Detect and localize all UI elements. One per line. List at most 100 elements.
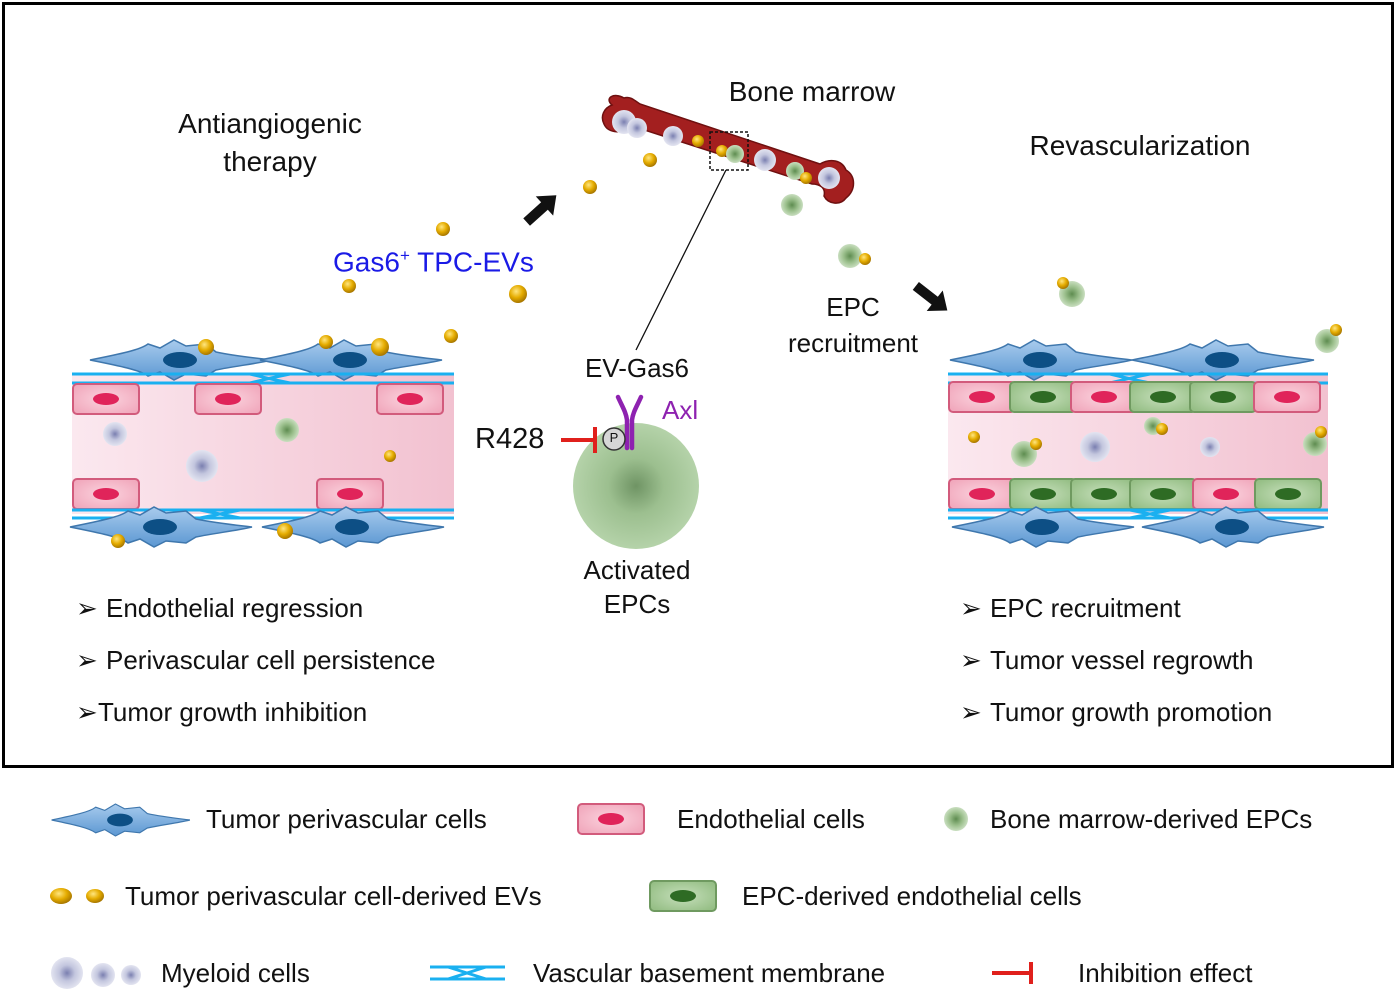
- floating-ev-15: [1330, 324, 1342, 336]
- right-vessel: [948, 339, 1328, 548]
- right-list-text-3: Tumor growth promotion: [990, 697, 1273, 727]
- antiangiogenic-label-line1: Antiangiogenic: [178, 108, 362, 139]
- right-endothelial-cell-5: [1192, 478, 1260, 510]
- right-endothelial-cell-1: [948, 381, 1016, 413]
- legend-perivascular-label: Tumor perivascular cells: [206, 804, 487, 834]
- floating-ev-10: [384, 450, 396, 462]
- bone-epc-cell-2: [786, 162, 804, 180]
- right-list-text-1: EPC recruitment: [990, 593, 1181, 623]
- legend-myeloid-label: Myeloid cells: [161, 958, 310, 988]
- antiangiogenic-label-line2: therapy: [223, 146, 317, 177]
- left-myeloid-cell-2: [186, 450, 218, 482]
- bullet-icon: ➢: [960, 645, 982, 675]
- legend-endothelial-icon: [577, 803, 645, 835]
- vessel-ev-2: [1030, 438, 1042, 450]
- floating-ev-5: [509, 285, 527, 303]
- tpc-evs-text: TPC-EVs: [409, 246, 534, 278]
- bone-myeloid-cell-5: [818, 167, 840, 189]
- left-list-item-2: ➢Perivascular cell persistence: [76, 647, 435, 699]
- activated-epcs-label-line2: EPCs: [603, 589, 671, 619]
- legend-evs-label: Tumor perivascular cell-derived EVs: [125, 881, 542, 911]
- floating-ev-6: [444, 329, 458, 343]
- left-endothelial-cell-2: [194, 383, 262, 415]
- left-myeloid-cell-1: [103, 422, 127, 446]
- gas6-superscript: +: [399, 246, 410, 265]
- left-list-text-1: Endothelial regression: [106, 593, 364, 623]
- epc-recruitment-label-line2: recruitment: [787, 328, 919, 358]
- bone-marrow-bone: [601, 94, 855, 351]
- right-endothelial-cell-4: [948, 478, 1016, 510]
- right-outcome-list: ➢EPC recruitment ➢Tumor vessel regrowth …: [960, 595, 1272, 751]
- ev-gas6-label: EV-Gas6: [584, 353, 690, 383]
- floating-ev-3: [436, 222, 450, 236]
- floating-ev-4: [342, 279, 356, 293]
- bone-ev-1: [692, 135, 704, 147]
- legend-ev-icon-2: [86, 889, 104, 903]
- bone-ev-3: [800, 172, 812, 184]
- right-list-item-1: ➢ EPC recruitment: [960, 595, 1272, 647]
- left-endothelial-cell-1: [72, 383, 140, 415]
- floating-ev-12: [111, 534, 125, 548]
- left-list-item-3: ➢Tumor growth inhibition: [76, 699, 435, 751]
- arrow-to-bone-marrow: [523, 195, 557, 226]
- right-epc-endothelial-cell-1: [1009, 381, 1077, 413]
- floating-ev-7: [319, 335, 333, 349]
- legend-bm-epc-icon: [944, 807, 968, 831]
- zoom-callout-line: [635, 169, 727, 351]
- bone-zoom-box: [709, 131, 749, 171]
- bone-ev-2: [716, 145, 728, 157]
- floating-epc-1: [781, 194, 803, 216]
- left-list-text-3: Tumor growth inhibition: [98, 697, 368, 727]
- right-epc-endothelial-cell-4: [1009, 478, 1077, 510]
- bone-myeloid-cell-2: [627, 118, 647, 138]
- vessel-ev-4: [1315, 426, 1327, 438]
- bullet-icon: ➢: [76, 645, 98, 675]
- phospho-label: P: [609, 430, 619, 445]
- vessel-ev-1: [968, 431, 980, 443]
- right-epc-endothelial-cell-3: [1189, 381, 1257, 413]
- left-list-item-1: ➢ Endothelial regression: [76, 595, 435, 647]
- r428-label: R428: [475, 423, 545, 455]
- floating-ev-13: [859, 253, 871, 265]
- legend-myeloid-icon-3: [121, 965, 141, 985]
- bullet-icon: ➢: [76, 593, 98, 623]
- vessel-ev-3: [1156, 423, 1168, 435]
- axl-label: Axl: [662, 395, 699, 425]
- left-endothelial-cell-3: [376, 383, 444, 415]
- legend-myeloid-icon-2: [91, 963, 115, 987]
- legend: [50, 803, 1033, 989]
- left-endothelial-cell-4: [72, 478, 140, 510]
- bone-myeloid-cell-4: [754, 149, 776, 171]
- legend-epc-endothelial-icon: [649, 880, 717, 912]
- right-epc-endothelial-cell-5: [1070, 478, 1138, 510]
- right-epc-endothelial-cell-6: [1129, 478, 1197, 510]
- bullet-icon: ➢: [960, 697, 982, 727]
- floating-ev-8: [371, 338, 389, 356]
- right-endothelial-cell-3: [1253, 381, 1321, 413]
- bullet-icon: ➢: [960, 593, 982, 623]
- gas6-text: Gas6: [333, 246, 400, 278]
- legend-myeloid-icon-1: [51, 957, 83, 989]
- left-epc-cell: [275, 418, 299, 442]
- legend-inhibition-label: Inhibition effect: [1078, 958, 1253, 988]
- legend-endothelial-label: Endothelial cells: [677, 804, 865, 834]
- floating-epc-2: [838, 244, 862, 268]
- right-epc-endothelial-cell-2: [1129, 381, 1197, 413]
- revascularization-label: Revascularization: [1029, 130, 1251, 161]
- legend-epc-endothelial-label: EPC-derived endothelial cells: [742, 881, 1082, 911]
- floating-ev-2: [583, 180, 597, 194]
- phospho-circle: [602, 427, 626, 451]
- right-epc-endothelial-cell-7: [1254, 478, 1322, 510]
- activated-epc-cell: [573, 423, 699, 549]
- left-basement-membrane-bottom: [72, 508, 454, 520]
- bone-marrow-label: Bone marrow: [728, 76, 896, 107]
- right-endothelial-cell-2: [1070, 381, 1138, 413]
- floating-ev-14: [1057, 277, 1069, 289]
- legend-bm-epc-label: Bone marrow-derived EPCs: [990, 804, 1313, 834]
- left-outcome-list: ➢ Endothelial regression ➢Perivascular ce…: [76, 595, 435, 751]
- bone-epc-cell-1: [726, 145, 744, 163]
- legend-membrane-label: Vascular basement membrane: [533, 958, 886, 988]
- floating-ev-9: [198, 339, 214, 355]
- floating-ev-11: [277, 523, 293, 539]
- epc-recruitment-label-line1: EPC: [826, 292, 880, 322]
